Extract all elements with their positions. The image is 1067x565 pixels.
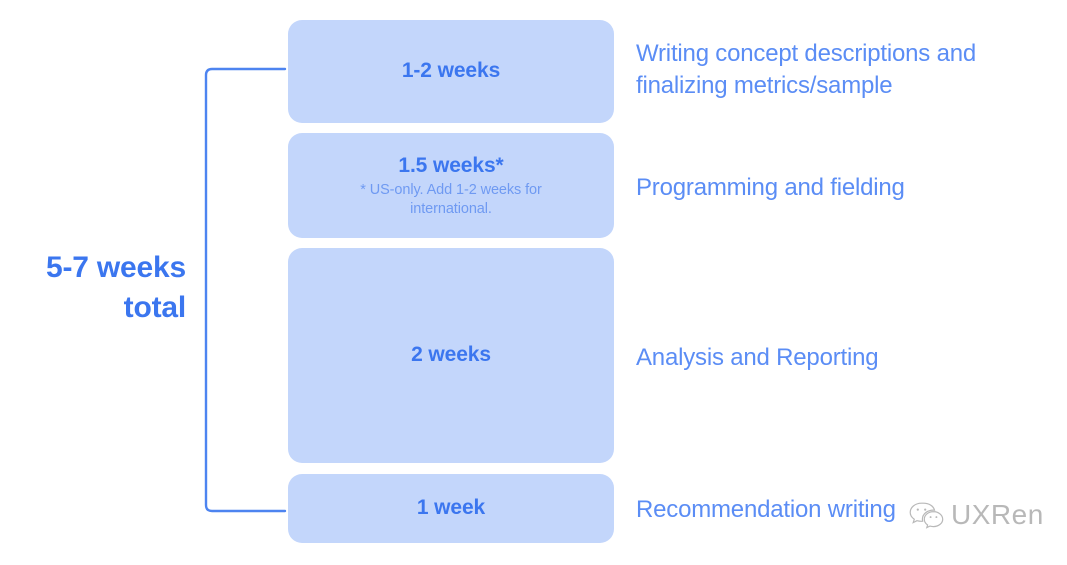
phase-box[interactable]: 1-2 weeks <box>288 20 614 123</box>
total-duration-label: 5-7 weeks total <box>46 251 186 324</box>
phase-label: Recommendation writing <box>636 496 896 523</box>
phase-duration: 2 weeks <box>411 343 491 367</box>
phase-duration: 1 week <box>416 496 486 520</box>
watermark-brand: UXRen <box>951 499 1044 530</box>
phase-label: Analysis and Reporting <box>636 344 879 371</box>
phase-box[interactable]: 1 week <box>288 474 614 543</box>
watermark: UXRen <box>908 500 1044 530</box>
bracket-icon <box>204 67 287 513</box>
phase-box[interactable]: 2 weeks <box>288 248 614 463</box>
bracket-connector <box>200 60 290 520</box>
phase-label: Programming and fielding <box>636 174 905 201</box>
phase-box[interactable]: 1.5 weeks* * US-only. Add 1-2 weeks for i… <box>288 133 614 238</box>
wechat-icon <box>909 502 944 529</box>
phase-duration: 1-2 weeks <box>401 59 501 83</box>
phase-footnote: * US-only. Add 1-2 weeks for internation… <box>360 181 542 217</box>
phase-duration: 1.5 weeks* <box>398 153 504 177</box>
phase-label: Writing concept descriptions and finaliz… <box>636 40 977 99</box>
